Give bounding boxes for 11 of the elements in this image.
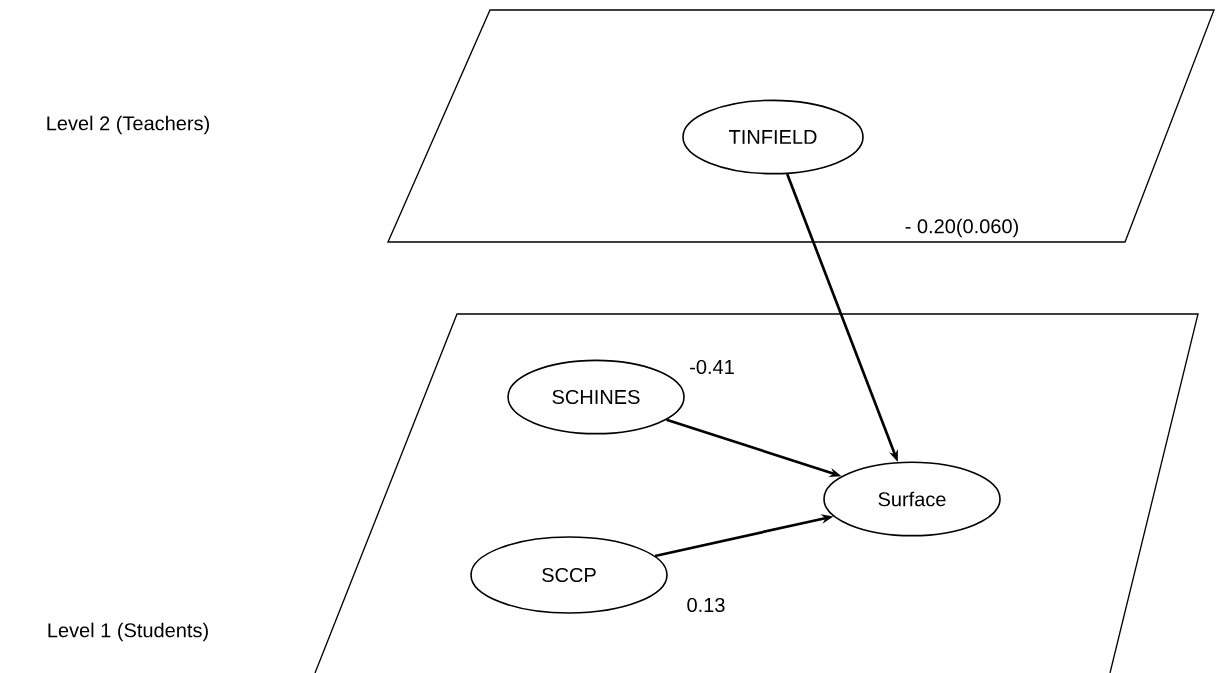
level-label: Level 1 (Students)	[48, 622, 208, 642]
edge-label: - 0.20(0.060)	[903, 217, 1021, 239]
edge-label: 0.13	[685, 596, 727, 614]
ellipse-node: SCCP	[470, 536, 668, 614]
plane	[387, 9, 1215, 243]
ellipse-node: TINFIELD	[682, 99, 864, 175]
level-label: Level 2 (Teachers)	[47, 115, 209, 135]
edge-label: -0.41	[687, 358, 737, 376]
ellipse-node: Surface	[823, 461, 1001, 537]
plane	[314, 313, 1199, 673]
ellipse-node: SCHINES	[507, 359, 685, 435]
